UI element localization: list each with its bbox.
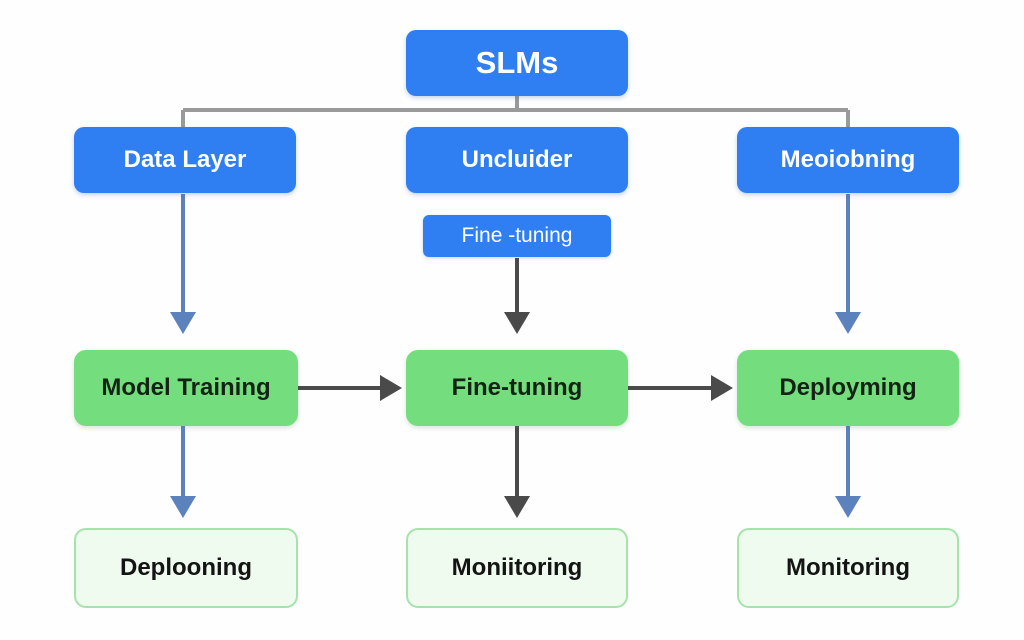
node-uncluider: Uncluider	[406, 127, 628, 193]
node-model-training-label: Model Training	[101, 374, 271, 401]
node-deplooning-label: Deplooning	[120, 554, 252, 581]
node-moniitoring: Moniitoring	[406, 528, 628, 608]
node-uncluider-label: Uncluider	[461, 146, 573, 173]
arrow-deployming-to-monitoring	[835, 426, 861, 518]
arrow-model-training-to-fine-tuning	[298, 375, 402, 401]
node-deplooning: Deplooning	[74, 528, 298, 608]
node-deployming: Deployming	[737, 350, 959, 426]
node-fine-tuning-label: Fine-tuning	[451, 374, 583, 401]
node-meoiobning: Meoiobning	[737, 127, 959, 193]
node-moniitoring-label: Moniitoring	[451, 554, 583, 581]
node-monitoring-label: Monitoring	[786, 554, 910, 581]
node-fine-tuning: Fine-tuning	[406, 350, 628, 426]
node-monitoring: Monitoring	[737, 528, 959, 608]
node-deployming-label: Deployming	[779, 374, 917, 401]
node-fine-tuning-sublabel: Fine -tuning	[423, 215, 611, 257]
arrow-data-layer-to-model-training	[170, 194, 196, 334]
node-meoiobning-label: Meoiobning	[780, 146, 916, 173]
arrow-model-training-to-deplooning	[170, 426, 196, 518]
node-data-layer: Data Layer	[74, 127, 296, 193]
root-node-slms: SLMs	[406, 30, 628, 96]
root-tree-connector	[181, 96, 850, 128]
arrow-uncluider-to-fine-tuning	[504, 258, 530, 334]
node-data-layer-label: Data Layer	[123, 146, 247, 173]
arrow-fine-tuning-to-deployming	[628, 375, 733, 401]
arrow-meoiobning-to-deployming	[835, 194, 861, 334]
arrow-fine-tuning-to-moniitoring	[504, 426, 530, 518]
node-model-training: Model Training	[74, 350, 298, 426]
root-node-label: SLMs	[475, 45, 559, 80]
sublabel-text: Fine -tuning	[461, 224, 573, 247]
